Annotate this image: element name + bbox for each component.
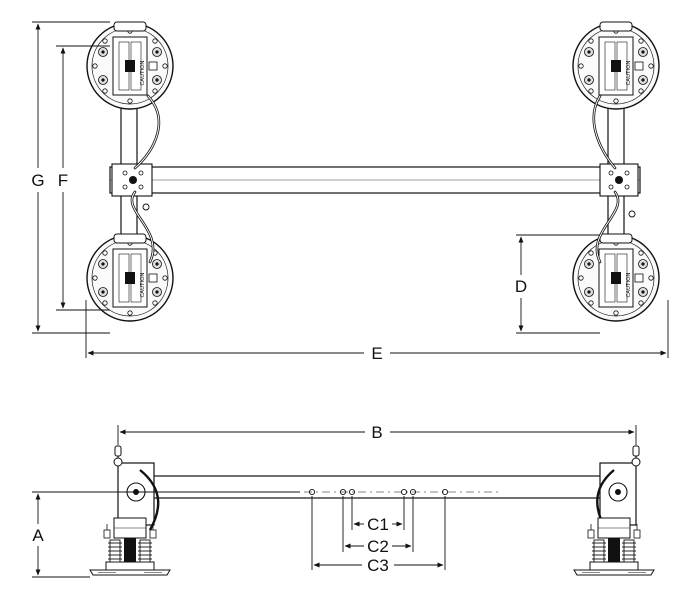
- dim-label-c1: C1: [367, 515, 389, 534]
- dim-label-a: A: [32, 526, 44, 545]
- dim-label-c2: C2: [367, 537, 389, 556]
- vacuum-pad-side-left: [89, 517, 171, 576]
- dimension-labels: G F D E B A C1 C2 C3: [31, 171, 527, 575]
- dim-label-b: B: [371, 423, 382, 442]
- dim-label-e: E: [371, 344, 382, 363]
- side-cross-beam: [124, 475, 626, 499]
- dim-label-f: F: [58, 171, 68, 190]
- warning-labels: CAUTION CAUTION CAUTION CAUTION: [140, 60, 632, 297]
- vacuum-pad-top-left: [86, 21, 174, 110]
- dimension-lines: [32, 21, 669, 578]
- svg-text:CAUTION: CAUTION: [626, 272, 632, 297]
- svg-text:CAUTION: CAUTION: [140, 272, 146, 297]
- vacuum-pad-bottom-left: [86, 233, 174, 322]
- vacuum-pad-bottom-right: [572, 233, 660, 322]
- svg-text:CAUTION: CAUTION: [626, 60, 632, 85]
- side-view: [89, 445, 655, 576]
- vacuum-pad-side-right: [573, 517, 655, 576]
- dim-label-g: G: [31, 171, 44, 190]
- dim-label-c3: C3: [367, 556, 389, 575]
- vacuum-pad-top-right: [572, 21, 660, 110]
- svg-text:CAUTION: CAUTION: [140, 60, 146, 85]
- dim-label-d: D: [515, 277, 527, 296]
- top-view: CAUTION CAUTION CAUTION CAUTION: [86, 21, 660, 322]
